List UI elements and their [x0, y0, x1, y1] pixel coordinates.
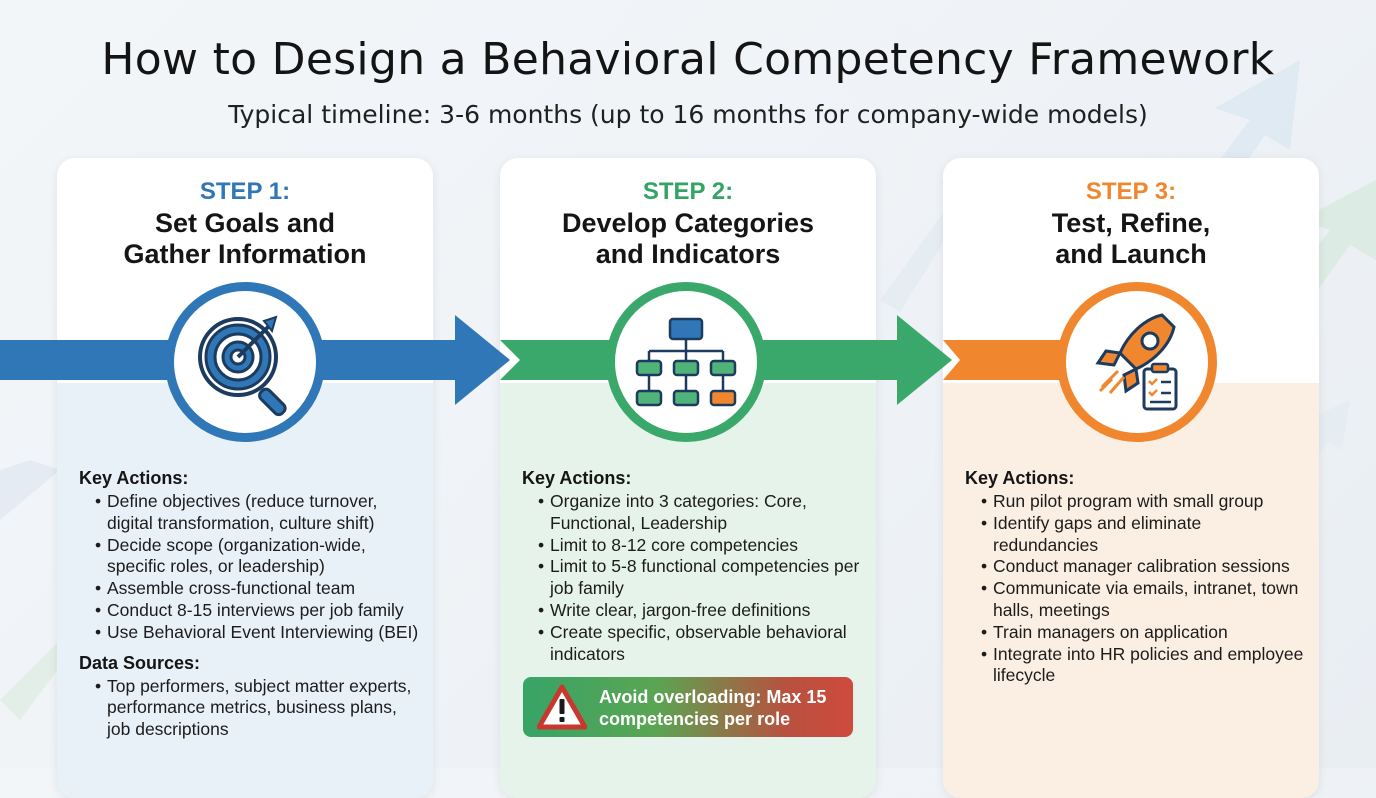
step-2-title-line-2: and Indicators: [595, 239, 781, 269]
list-item: Organize into 3 categories: Core, Functi…: [538, 491, 862, 535]
target-magnifier-icon: [198, 315, 287, 417]
warning-text: Avoid overloading: Max 15 competencies p…: [599, 687, 827, 729]
step-1-icon-circle: [165, 282, 325, 442]
step-3-icon-circle: [1057, 282, 1217, 442]
list-item: Assemble cross-functional team: [95, 578, 419, 600]
step-3-card: STEP 3: Test, Refine, and Launch Key Act…: [943, 158, 1319, 798]
org-chart-icon: [635, 317, 737, 407]
list-item: Train managers on application: [981, 622, 1305, 644]
list-item: Limit to 5-8 functional competencies per…: [538, 556, 862, 600]
list-item: Top performers, subject matter experts, …: [95, 676, 419, 741]
list-item: Communicate via emails, intranet, town h…: [981, 578, 1305, 622]
step-3-content: Key Actions: Run pilot program with smal…: [965, 468, 1305, 687]
step-2-label: STEP 2:: [642, 178, 734, 205]
arrow-step-3: [943, 340, 1065, 380]
list-item: Limit to 8-12 core competencies: [538, 535, 862, 557]
list-item: Define objectives (reduce turnover, digi…: [95, 491, 419, 535]
step-2-content: Key Actions: Organize into 3 categories:…: [522, 468, 862, 665]
rocket-clipboard-icon: [1095, 313, 1178, 411]
step-2-icon-circle: [606, 282, 766, 442]
step-1-card: STEP 1: Set Goals and Gather Information…: [57, 158, 433, 798]
step-1-title: Set Goals and Gather Information: [57, 208, 433, 270]
list-item: Create specific, observable behavioral i…: [538, 622, 862, 666]
step-1-title-line-2: Gather Information: [123, 239, 367, 269]
page-subtitle: Typical timeline: 3-6 months (up to 16 m…: [228, 100, 1148, 129]
step-3-title-line-2: and Launch: [1055, 239, 1207, 269]
list-item: Run pilot program with small group: [981, 491, 1305, 513]
warning-triangle-icon: [537, 684, 587, 730]
step-1-data-sources-list: Top performers, subject matter experts, …: [79, 676, 419, 741]
list-item: Write clear, jargon-free definitions: [538, 600, 862, 622]
step-1-content: Key Actions: Define objectives (reduce t…: [79, 468, 419, 741]
list-item: Integrate into HR policies and employee …: [981, 644, 1305, 688]
step-3-key-actions-heading: Key Actions:: [965, 468, 1075, 488]
step-2-key-actions-list: Organize into 3 categories: Core, Functi…: [522, 491, 862, 665]
step-3-label: STEP 3:: [1085, 178, 1177, 205]
step-1-data-sources-heading: Data Sources:: [79, 652, 201, 673]
step-2-title: Develop Categories and Indicators: [500, 208, 876, 270]
list-item: Conduct 8-15 interviews per job family: [95, 600, 419, 622]
step-3-key-actions-list: Run pilot program with small group Ident…: [965, 491, 1305, 687]
step-2-title-line-1: Develop Categories: [561, 208, 815, 238]
list-item: Use Behavioral Event Interviewing (BEI): [95, 622, 419, 644]
step-3-title: Test, Refine, and Launch: [943, 208, 1319, 270]
step-1-title-line-1: Set Goals and: [154, 208, 336, 238]
step-1-key-actions-heading: Key Actions:: [79, 468, 189, 488]
list-item: Decide scope (organization-wide, specifi…: [95, 535, 419, 579]
list-item: Conduct manager calibration sessions: [981, 556, 1305, 578]
page-title: How to Design a Behavioral Competency Fr…: [101, 34, 1275, 85]
step-3-title-line-1: Test, Refine,: [1051, 208, 1211, 238]
step-1-key-actions-list: Define objectives (reduce turnover, digi…: [79, 491, 419, 644]
list-item: Identify gaps and eliminate redundancies: [981, 513, 1305, 557]
step-2-key-actions-heading: Key Actions:: [522, 468, 632, 488]
step-1-label: STEP 1:: [199, 178, 291, 205]
overload-warning-box: Avoid overloading: Max 15 competencies p…: [523, 677, 853, 737]
